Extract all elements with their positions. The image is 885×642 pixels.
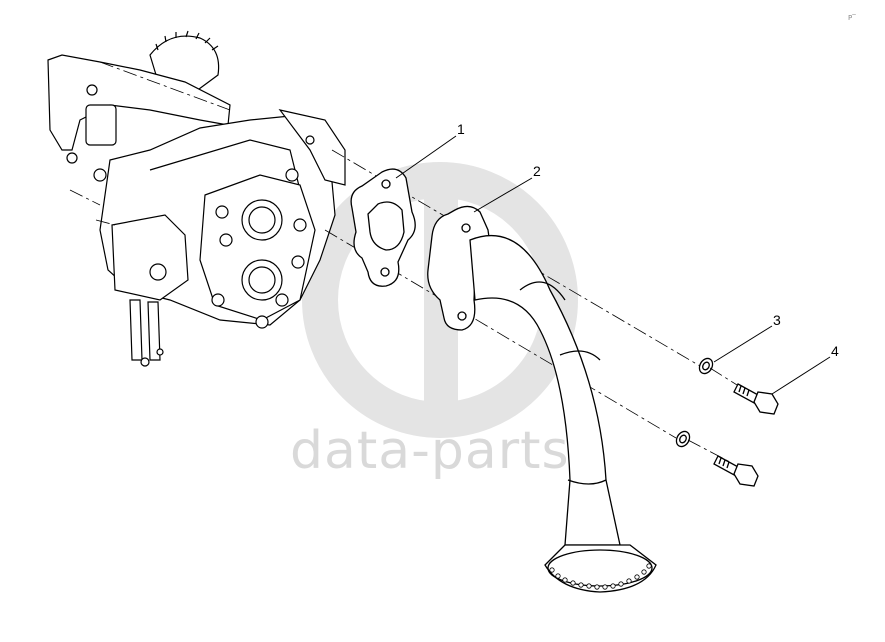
corner-mark: P‾ [848,14,856,22]
suction-pipe [427,205,657,593]
gasket [350,168,416,287]
watermark-text: data-parts [290,421,570,481]
washer-lower [675,430,691,448]
callout-leaders [395,135,831,395]
callout-4: 4 [831,343,839,359]
strainer-holes [549,563,652,590]
callout-1: 1 [457,121,465,137]
callout-2: 2 [533,163,541,179]
callout-3: 3 [773,312,781,328]
oil-pump-assembly [47,30,346,367]
washer-upper [698,357,714,375]
bolt-lower [713,455,759,487]
bolt-upper [733,383,779,415]
